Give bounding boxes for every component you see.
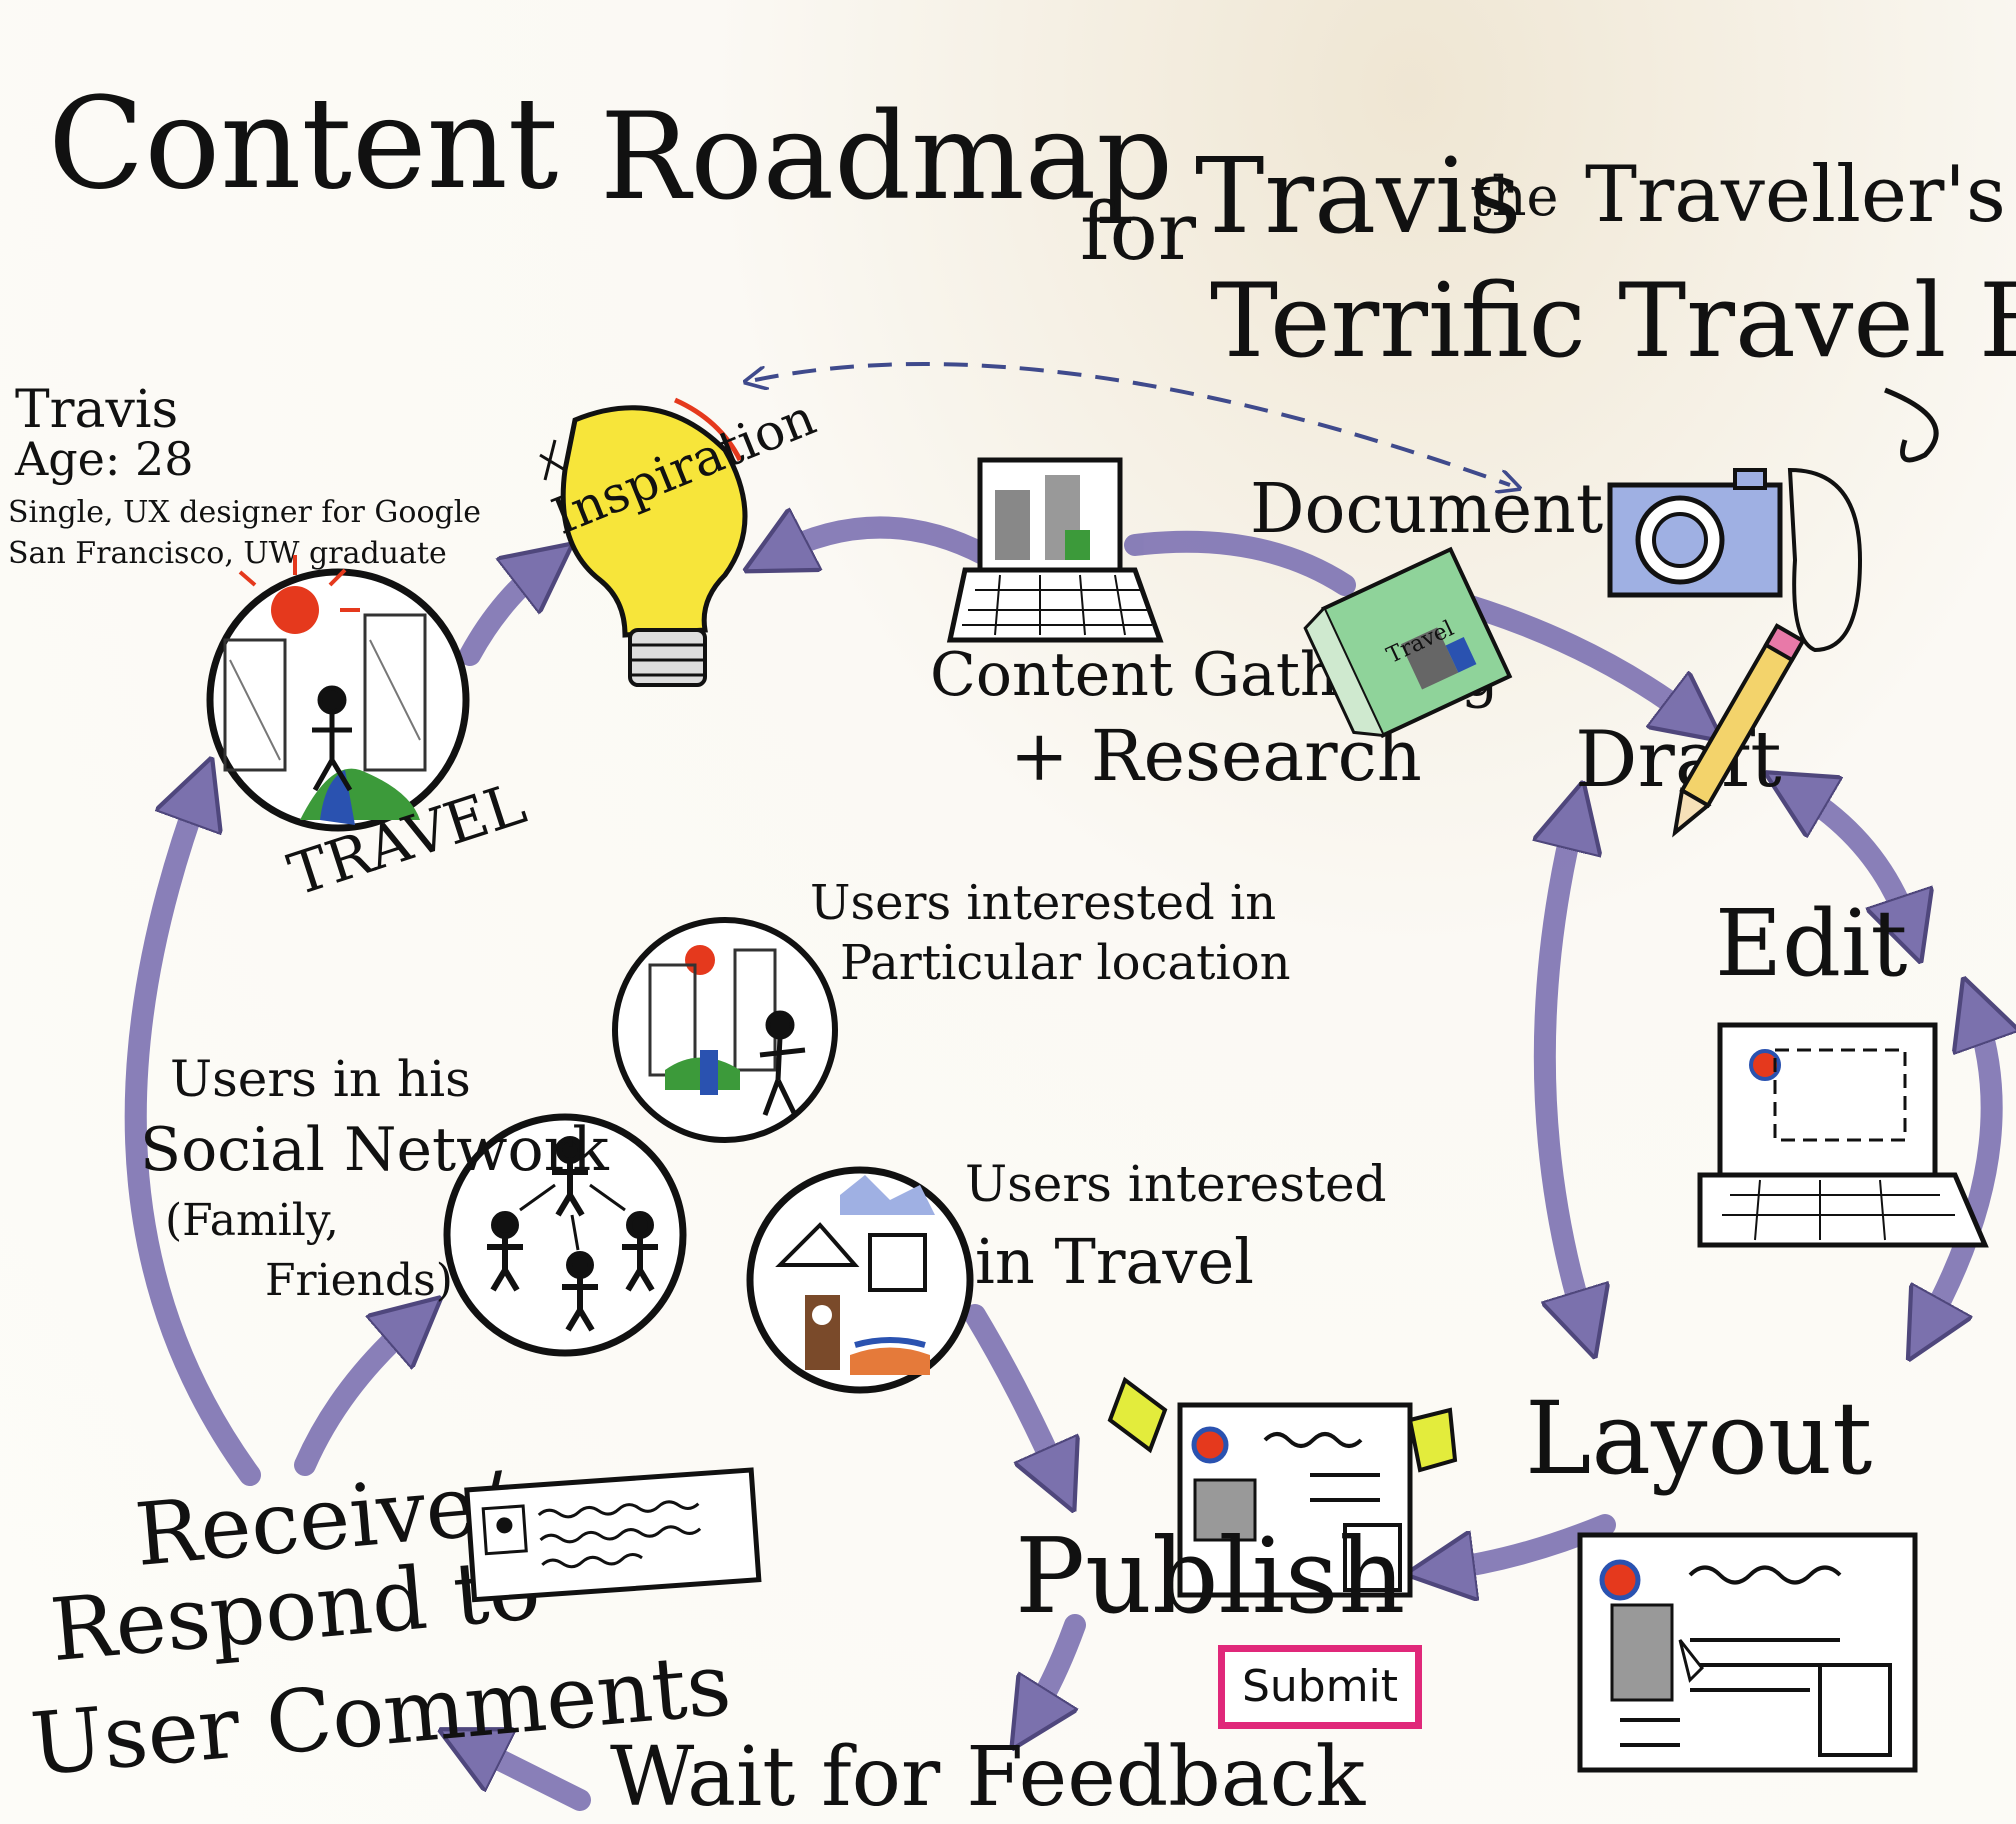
document-label: Document bbox=[1250, 470, 1604, 549]
social-users-label-1: Users in his bbox=[170, 1050, 471, 1108]
arrow-travel-to-inspiration bbox=[459, 565, 545, 666]
title-blog: Terrific Travel Blog bbox=[1210, 262, 2016, 381]
wait-label: Wait for Feedback bbox=[610, 1730, 1366, 1824]
persona-name: Travis bbox=[15, 380, 179, 440]
social-users-label-3: (Family, bbox=[165, 1195, 339, 1246]
persona-detail-2: San Francisco, UW graduate bbox=[8, 536, 447, 571]
title-travellers: Traveller's bbox=[1585, 150, 2006, 240]
arrow-draft-layout bbox=[1545, 815, 1585, 1325]
layout-label: Layout bbox=[1525, 1380, 1873, 1497]
edit-label: Edit bbox=[1715, 890, 1908, 997]
arrow-gathering-to-inspiration bbox=[775, 528, 996, 556]
title-for: for bbox=[1080, 185, 1197, 278]
persona-detail-1: Single, UX designer for Google bbox=[8, 495, 482, 530]
title-the: the bbox=[1470, 165, 1559, 228]
travel-users-label-1: Users interested bbox=[965, 1155, 1387, 1213]
arrow-publish-to-wait bbox=[1030, 1614, 1086, 1720]
arrow-travel-users-to-publish bbox=[964, 1304, 1060, 1480]
arrow-wait-to-receive bbox=[470, 1745, 591, 1811]
location-users-label-2: Particular location bbox=[840, 935, 1291, 991]
title-content: Content bbox=[48, 70, 559, 217]
dashed-arrow-inspiration-document bbox=[755, 362, 1510, 485]
location-users-label-1: Users interested in bbox=[810, 875, 1277, 931]
arrow-draft-edit bbox=[1795, 790, 1910, 930]
travel-users-label-2: in Travel bbox=[975, 1225, 1254, 1298]
arrow-document-to-draft bbox=[1439, 589, 1695, 720]
persona-age: Age: 28 bbox=[15, 432, 194, 486]
social-users-label-2: Social Network bbox=[140, 1115, 609, 1185]
social-users-label-4: Friends) bbox=[265, 1255, 453, 1306]
publish-label: Publish bbox=[1015, 1515, 1406, 1637]
title-travis: Travis bbox=[1195, 135, 1522, 257]
arrow-receive-to-social bbox=[294, 1320, 415, 1476]
arrow-gathering-to-document bbox=[1124, 530, 1356, 596]
submit-button[interactable]: Submit bbox=[1218, 1645, 1422, 1729]
title-roadmap: Roadmap bbox=[600, 88, 1174, 227]
arrow-edit-layout bbox=[1925, 1010, 1992, 1330]
arrow-receive-to-travel bbox=[124, 790, 261, 1486]
